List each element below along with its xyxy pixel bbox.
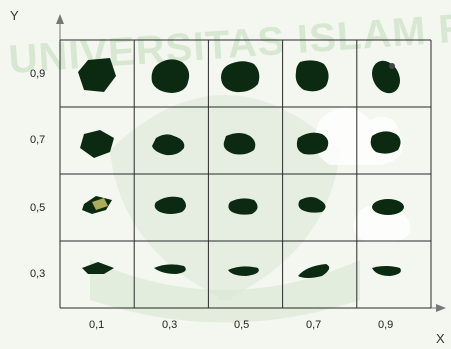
x-tick-label: 0,3: [162, 319, 177, 331]
x-tick-label: 0,9: [378, 319, 393, 331]
shape-blob: [228, 198, 257, 214]
x-tick-label: 0,5: [234, 319, 249, 331]
x-tick-label: 0,1: [89, 319, 104, 331]
y-tick-label: 0,7: [30, 134, 45, 146]
shape-ellipse-highlight: [389, 63, 395, 69]
shape-ellipse: [372, 199, 404, 215]
shape-blob: [296, 60, 329, 91]
y-axis-title: Y: [10, 8, 19, 23]
y-tick-label: 0,5: [30, 202, 45, 214]
shape-blob: [297, 133, 328, 155]
x-axis-title: X: [436, 331, 445, 346]
shape-blob: [371, 131, 401, 153]
x-tick-label: 0,7: [306, 319, 321, 331]
y-tick-label: 0,9: [30, 68, 45, 80]
shape-blob: [221, 61, 259, 92]
y-tick-label: 0,3: [30, 268, 45, 280]
